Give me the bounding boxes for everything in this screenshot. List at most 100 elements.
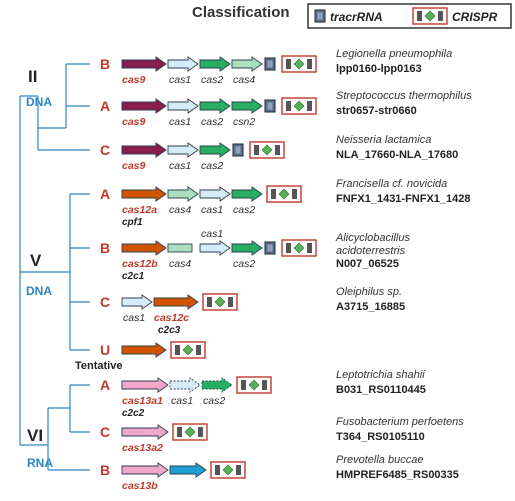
molecule-label-dna-type-ii: DNA: [26, 95, 52, 109]
type-label-vi: VI: [27, 426, 43, 445]
gene-label: cas1: [201, 204, 223, 216]
gene-label: cas2: [233, 258, 255, 270]
gene-label: cas13b: [122, 480, 158, 492]
gene-label: csn2: [233, 116, 255, 128]
subtype-label: C: [100, 294, 110, 310]
cas13a1-gene: [121, 377, 169, 393]
crispr-repeat: [417, 11, 422, 21]
crispr-repeat: [196, 345, 201, 355]
crispr-spacer: [293, 242, 305, 254]
locus-id: B031_RS0110445: [336, 384, 426, 396]
gene-label: cas1: [169, 160, 191, 172]
crispr-array: [281, 239, 317, 257]
gene: [169, 462, 207, 478]
crispr-array: [281, 97, 317, 115]
crispr-spacer: [424, 10, 436, 22]
cas9-gene: [121, 98, 167, 114]
crispr-array: [170, 341, 206, 359]
tracr-symbol-inner: [267, 244, 273, 252]
organism-name-line2: acidoterrestris: [336, 245, 406, 257]
organism-name: Leptotrichia shahii: [336, 369, 425, 381]
cas1-gene: [167, 56, 199, 72]
cas1-gene: [199, 186, 231, 202]
gene-label: cas1: [201, 228, 223, 240]
cas9-gene: [121, 56, 167, 72]
crispr-repeat: [307, 101, 312, 111]
gene-label: cas1: [169, 116, 191, 128]
cas13a2-gene: [121, 424, 169, 440]
subtype-label: C: [100, 424, 110, 440]
crispr-array: [266, 185, 302, 203]
alias-label: cpf1: [122, 217, 143, 228]
cas1-gene: [199, 240, 231, 256]
gene-label: cas4: [169, 258, 191, 270]
gene-label: cas13a2: [122, 442, 163, 454]
cas12b-gene: [121, 240, 167, 256]
legend-tracr-symbol-inner: [317, 12, 323, 20]
crispr-spacer: [293, 58, 305, 70]
cas1-gene: [169, 377, 201, 393]
subtype-label: A: [100, 98, 110, 114]
locus-id: T364_RS0105110: [336, 431, 425, 443]
crispr-repeat: [177, 427, 182, 437]
crispr-repeat: [438, 11, 443, 21]
crispr-spacer: [214, 296, 226, 308]
legend-tracr-label: tracrRNA: [330, 10, 383, 24]
organism-name: Alicyclobacillus: [335, 232, 410, 244]
locus-id: FNFX1_1431-FNFX1_1428: [336, 193, 471, 205]
cas2-gene: [201, 377, 233, 393]
cas1-gene: [167, 142, 199, 158]
type-label-v: V: [30, 251, 42, 270]
locus-id: lpp0160-lpp0163: [336, 63, 422, 75]
type-label-ii: II: [28, 67, 37, 86]
locus-id: A3715_16885: [336, 301, 405, 313]
organism-name: Fusobacterium perfoetens: [336, 416, 464, 428]
molecule-label-dna-type-v: DNA: [26, 284, 52, 298]
cas2-gene: [199, 142, 231, 158]
crispr-repeat: [307, 59, 312, 69]
crispr-repeat: [286, 243, 291, 253]
subtype-label: B: [100, 462, 110, 478]
crispr-repeat: [198, 427, 203, 437]
gene-label: cas2: [201, 116, 223, 128]
gene-label: cas2: [201, 160, 223, 172]
legend-crispr-symbol: [412, 7, 448, 25]
legend-crispr-glyph: [412, 7, 448, 25]
crispr-array: [172, 423, 208, 441]
gene-label: cas1: [169, 74, 191, 86]
gene-label: cas12b: [122, 258, 158, 270]
subtype-label: B: [100, 56, 110, 72]
tracr-symbol-inner: [267, 102, 273, 110]
tracr-symbol-inner: [267, 60, 273, 68]
organism-name: Prevotella buccae: [336, 454, 423, 466]
alias-label: c2c2: [122, 408, 145, 419]
crispr-spacer: [278, 188, 290, 200]
organism-name: Francisella cf. novicida: [336, 178, 447, 190]
classification-tree: [19, 63, 90, 471]
crispr-spacer: [261, 144, 273, 156]
gene-label: cas2: [233, 204, 255, 216]
crispr-spacer: [184, 426, 196, 438]
crispr-repeat: [241, 380, 246, 390]
crispr-repeat: [228, 297, 233, 307]
gene-label: cas13a1: [122, 395, 163, 407]
crispr-repeat: [254, 145, 259, 155]
gene-label: cas12a: [122, 204, 157, 216]
locus-id: NLA_17660-NLA_17680: [336, 149, 458, 161]
crispr-repeat: [236, 465, 241, 475]
crispr-repeat: [215, 465, 220, 475]
locus-id: N007_06525: [336, 258, 399, 270]
gene-label: cas9: [122, 160, 146, 172]
gene-label: cas2: [203, 395, 225, 407]
organism-name: Streptococcus thermophilus: [336, 90, 472, 102]
legend-tracr-glyph: [314, 9, 326, 23]
gene-label: cas1: [123, 312, 145, 324]
cas1-gene: [121, 294, 153, 310]
cas1-gene: [167, 98, 199, 114]
